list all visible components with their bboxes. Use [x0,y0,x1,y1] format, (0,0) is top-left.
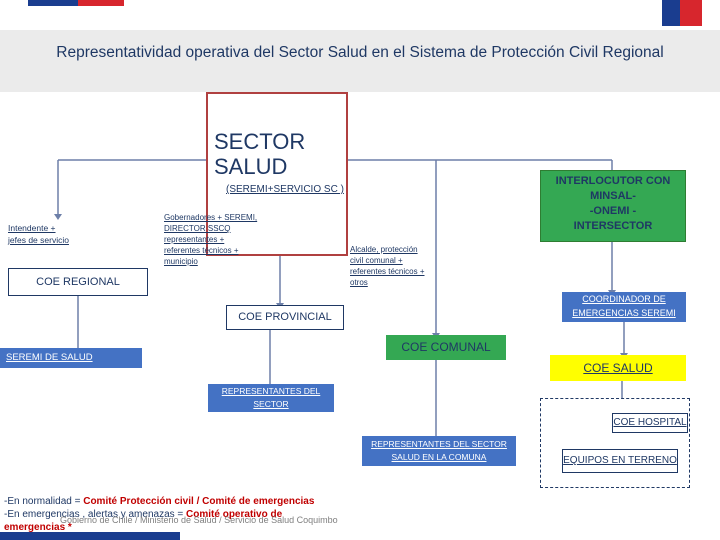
footer-blue-bar [0,532,180,540]
alcalde-line3: referentes técnicos + [350,267,425,276]
sector-title-line2: SALUD [214,154,288,179]
interlocutor-box: INTERLOCUTOR CON MINSAL- -ONEMI - INTERS… [540,170,686,242]
note-normalidad-prefix: -En normalidad = [4,496,81,507]
gobernadores-line4: referentes técnicos + [164,246,239,255]
gobernadores-line5: municipio [164,257,198,266]
coe-hospital-box: COE HOSPITAL [612,413,688,433]
note-emergencias-cont: emergencias * [4,522,72,533]
sector-salud-subtitle: (SEREMI+SERVICIO SC ) [226,184,344,195]
seremi-salud-box: SEREMI DE SALUD [0,348,142,368]
gobernadores-line3: representantes + [164,235,225,244]
interlocutor-line3: -ONEMI - [589,205,637,217]
alcalde-line4: otros [350,278,368,287]
corner-logo-blue [662,0,680,26]
representantes-provincia-box: REPRESENTANTES DEL SECTOR SALUD EN LA PR… [208,384,334,422]
rep-provincia-line1: REPRESENTANTES DEL SECTOR [221,386,321,409]
sector-salud-box [206,92,348,256]
coe-comunal-box: COE COMUNAL [386,335,506,360]
coordinador-line2: EMERGENCIAS SEREMI [572,308,676,318]
flag-blue-stripe [28,0,78,6]
note-emergencias-prefix: -En emergencias , alertas y amenazas = [4,509,184,520]
corner-logo-red [680,0,702,26]
representantes-comuna-box: REPRESENTANTES DEL SECTOR SALUD EN LA CO… [362,436,516,466]
page-title: Representatividad operativa del Sector S… [56,44,664,61]
note-normalidad: -En normalidad = Comité Protección civil… [4,496,314,507]
coe-regional-box: COE REGIONAL [8,268,148,296]
intendente-label: Intendente + jefes de servicio [8,222,69,246]
rep-comuna-line1: REPRESENTANTES DEL SECTOR [371,439,507,449]
gobernadores-line2: DIRECTOR SSCQ [164,224,231,233]
footer-text: Gobierno de Chile / Ministerio de Salud … [60,515,338,525]
rep-comuna-line2: SALUD EN LA COMUNA [391,452,487,462]
equipos-terreno-box: EQUIPOS EN TERRENO [562,449,678,473]
note-emergencias: -En emergencias , alertas y amenazas = C… [4,509,282,520]
coordinador-emergencias-box: COORDINADOR DE EMERGENCIAS SEREMI [562,292,686,322]
intendente-line1: Intendente + [8,223,56,233]
interlocutor-line2: MINSAL- [590,190,636,202]
intendente-line2: jefes de servicio [8,235,69,245]
coe-provincial-box: COE PROVINCIAL [226,305,344,330]
coe-salud-box: COE SALUD [550,355,686,381]
coordinador-line1: COORDINADOR DE [582,294,666,304]
note-emergencias-bold: Comité operativo de [186,509,283,520]
alcalde-line2: civil comunal + [350,256,403,265]
hospital-group-box [540,398,690,488]
sector-title-line1: SECTOR [214,129,306,154]
flag-red-stripe [78,0,124,6]
note-normalidad-bold: Comité Protección civil / Comité de emer… [83,496,315,507]
interlocutor-line1: INTERLOCUTOR CON [555,175,671,187]
gobernadores-label: Gobernadores + SEREMI, DIRECTOR SSCQ rep… [164,212,257,267]
note-emergencias-bold-cont: emergencias * [4,522,72,533]
sector-salud-title: SECTOR SALUD [214,129,334,179]
interlocutor-line4: INTERSECTOR [573,220,653,232]
alcalde-line1: Alcalde, protección [350,245,418,254]
gobernadores-line1: Gobernadores + SEREMI, [164,213,258,222]
rep-provincia-line2: SALUD EN LA PROVINCIA [219,412,323,422]
title-band [0,30,720,92]
alcalde-label: Alcalde, protección civil comunal + refe… [350,244,424,288]
